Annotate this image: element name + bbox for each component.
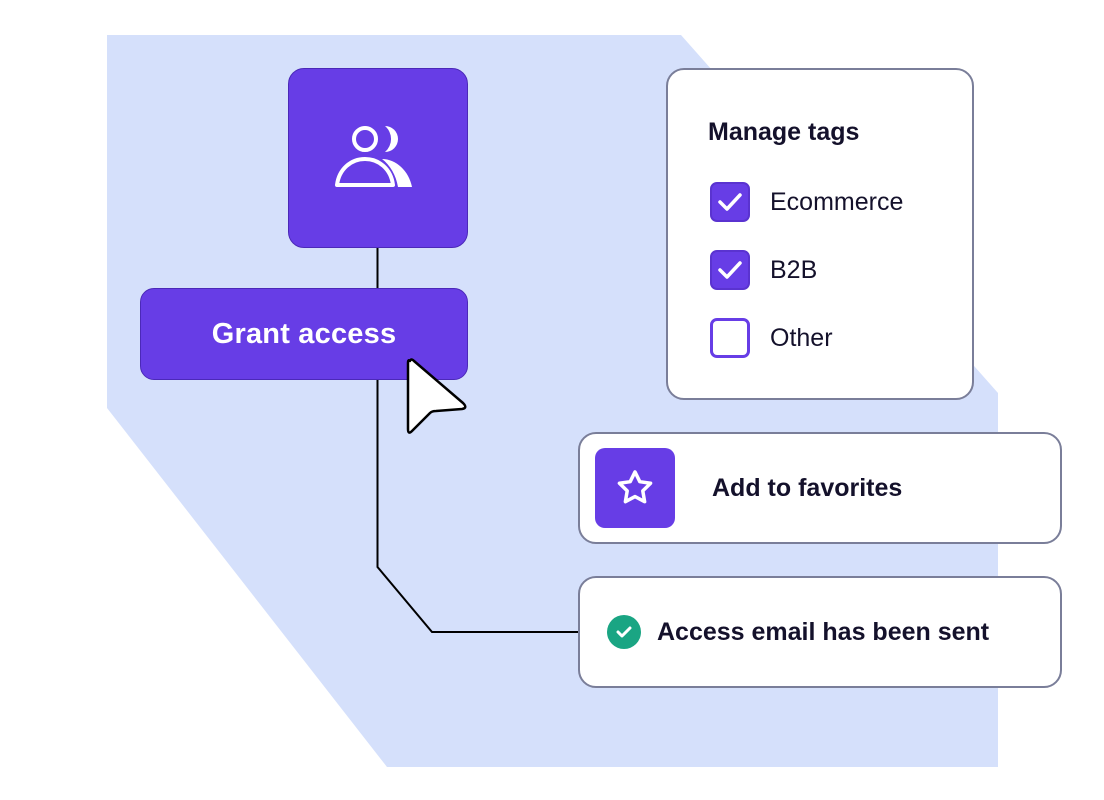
users-tile xyxy=(288,68,468,248)
access-email-notification: Access email has been sent xyxy=(578,576,1062,688)
notification-message: Access email has been sent xyxy=(657,617,990,646)
tag-option-ecommerce[interactable]: Ecommerce xyxy=(710,182,903,222)
manage-tags-panel: Manage tags Ecommerce B2B Other xyxy=(666,68,974,400)
users-icon xyxy=(335,126,412,187)
checkmark-icon xyxy=(718,261,742,279)
checkmark-icon xyxy=(718,193,742,211)
pointer-cursor-icon xyxy=(406,358,467,434)
check-circle-icon xyxy=(607,615,641,649)
add-to-favorites-button[interactable]: Add to favorites xyxy=(578,432,1062,544)
add-to-favorites-label: Add to favorites xyxy=(712,473,903,502)
star-icon xyxy=(617,470,653,504)
tag-checkbox-other[interactable] xyxy=(710,318,750,358)
tag-label-b2b: B2B xyxy=(770,255,818,284)
tag-label-other: Other xyxy=(770,323,833,352)
favorites-icon-box xyxy=(595,448,675,528)
tag-label-ecommerce: Ecommerce xyxy=(770,187,904,216)
manage-tags-title: Manage tags xyxy=(708,118,860,146)
tag-option-other[interactable]: Other xyxy=(710,318,833,358)
grant-access-label: Grant access xyxy=(211,317,397,350)
tag-checkbox-b2b[interactable] xyxy=(710,250,750,290)
tag-checkbox-ecommerce[interactable] xyxy=(710,182,750,222)
checkmark-icon xyxy=(616,626,632,638)
connector-button-to-notification xyxy=(376,380,580,633)
tag-option-b2b[interactable]: B2B xyxy=(710,250,817,290)
